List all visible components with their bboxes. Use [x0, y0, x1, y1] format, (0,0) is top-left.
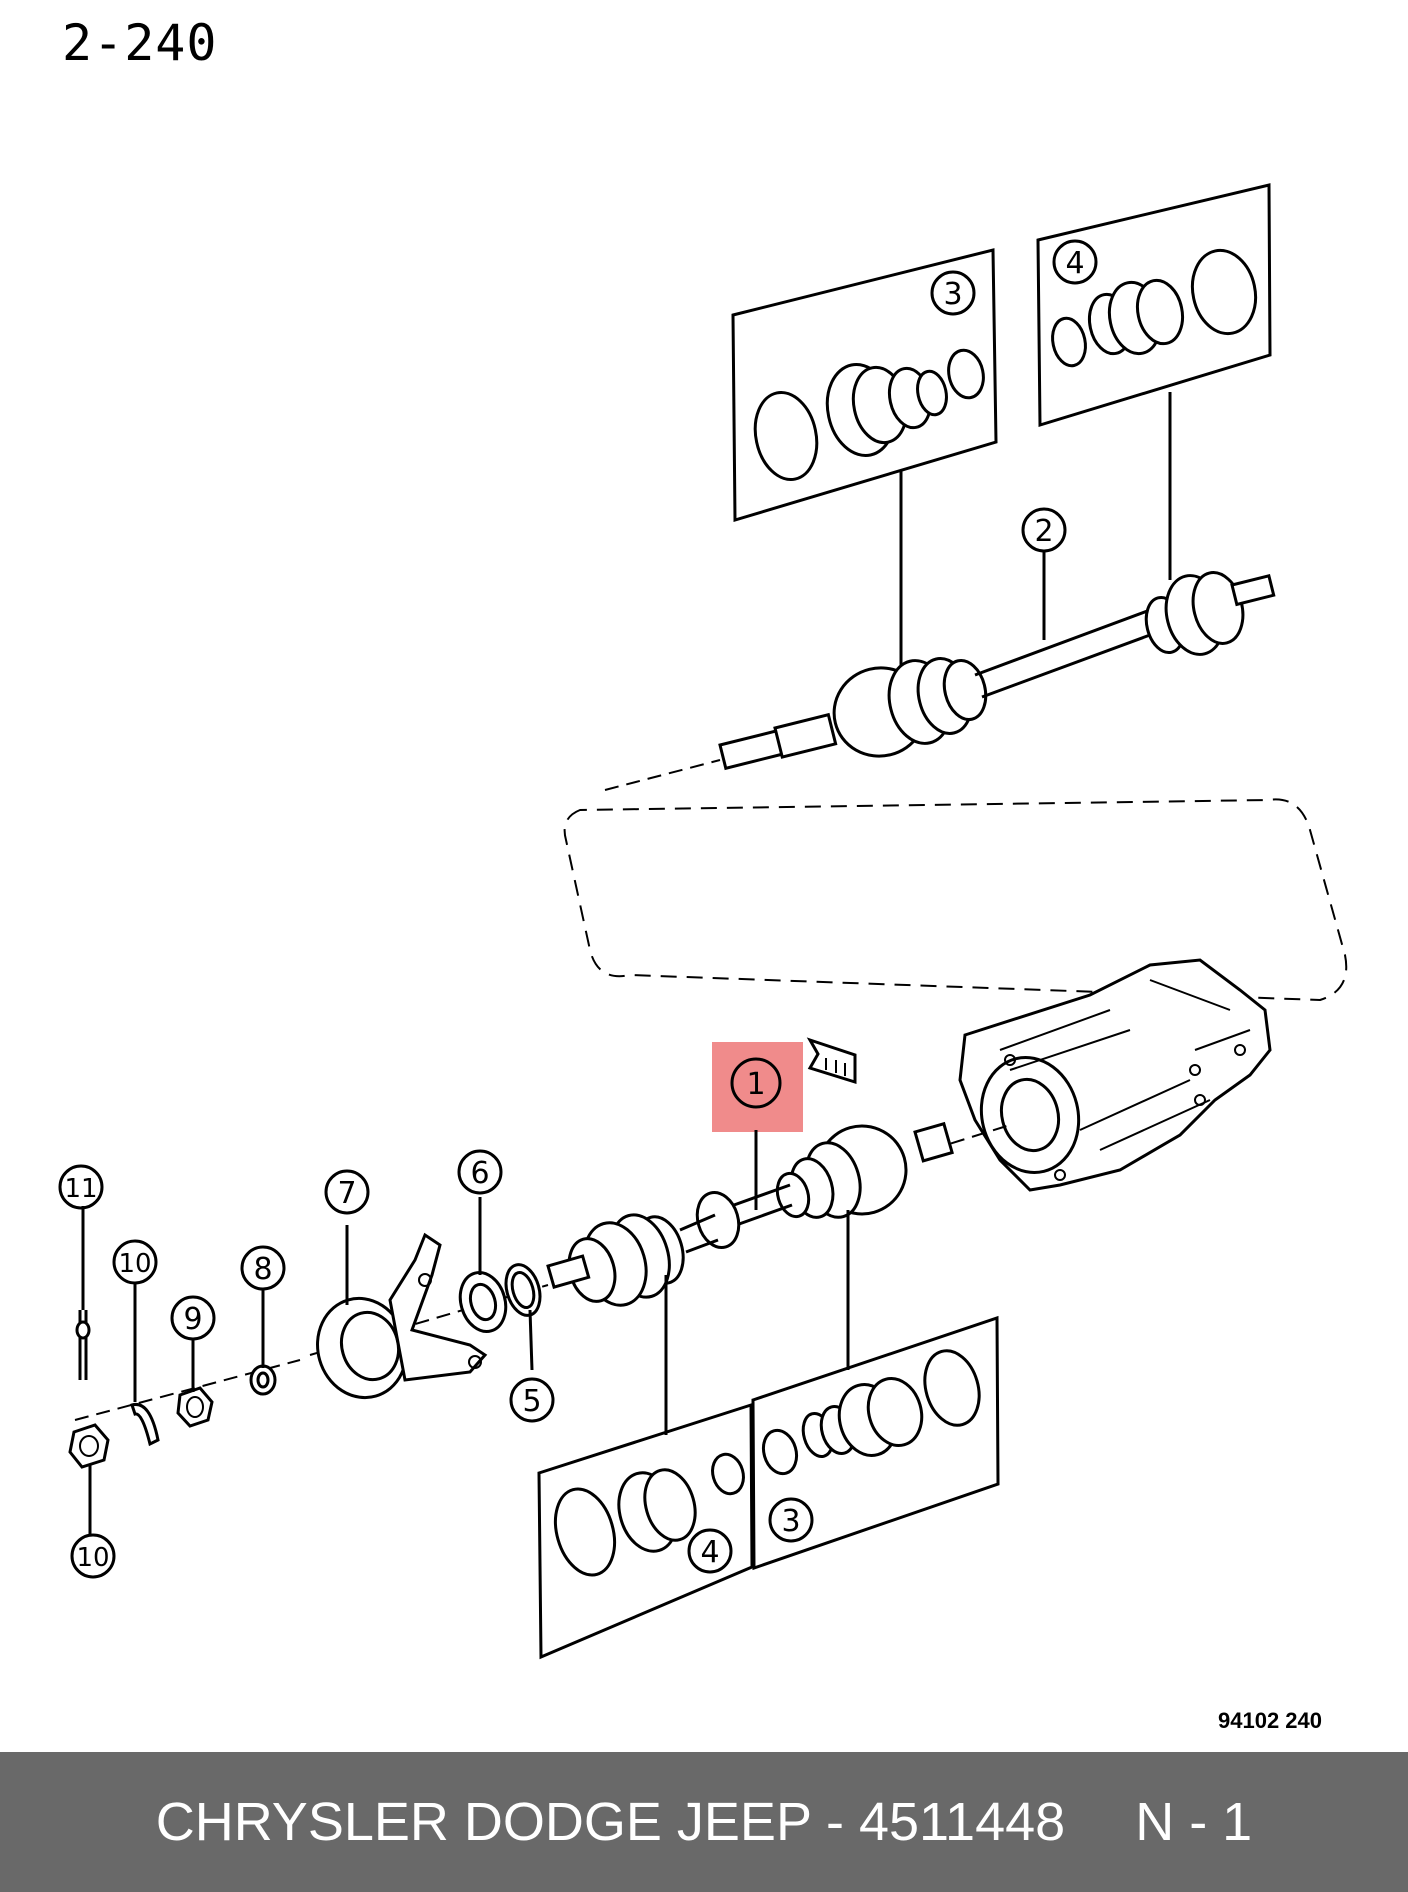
callout-1: 1 — [730, 1057, 782, 1109]
axle-assembly-lower — [74, 1121, 1011, 1421]
footer-brand: CHRYSLER DODGE JEEP - 4511448 — [155, 1792, 1066, 1852]
callout-10-upper: 10 — [112, 1239, 158, 1285]
highlight-part-1 — [712, 1042, 803, 1132]
fwd-arrow-icon — [806, 1037, 857, 1085]
part-7-knuckle — [316, 1232, 488, 1400]
svg-text:3: 3 — [943, 277, 962, 312]
footer-bar: CHRYSLER DODGE JEEP - 4511448 N - 1 — [0, 1752, 1408, 1892]
callout-7: 7 — [324, 1169, 370, 1215]
svg-text:4: 4 — [1065, 246, 1084, 281]
callout-4-bottom: 4 — [687, 1528, 733, 1574]
callout-6: 6 — [457, 1149, 503, 1195]
svg-text:3: 3 — [781, 1504, 800, 1539]
svg-text:11: 11 — [64, 1174, 97, 1204]
svg-text:5: 5 — [522, 1384, 541, 1419]
footer-page: N - 1 — [1135, 1792, 1253, 1852]
svg-text:4: 4 — [700, 1535, 719, 1570]
callout-10-lower: 10 — [70, 1533, 116, 1579]
part-10-nut — [68, 1423, 110, 1469]
part-9-nut — [176, 1386, 214, 1428]
kit-box-4-top — [1036, 183, 1272, 428]
part-10-clip — [130, 1402, 160, 1447]
transmission-housing — [958, 958, 1272, 1192]
part-8-washer — [249, 1364, 277, 1396]
callout-4-top: 4 — [1052, 239, 1098, 285]
callout-3-bottom: 3 — [768, 1497, 814, 1543]
kit-box-3-top — [731, 248, 998, 523]
svg-text:10: 10 — [76, 1543, 109, 1573]
svg-text:2: 2 — [1034, 514, 1053, 549]
dashed-enclosure — [563, 798, 1348, 1002]
callout-2: 2 — [1021, 507, 1067, 553]
axle-assembly-upper — [604, 571, 1276, 791]
svg-text:9: 9 — [183, 1302, 202, 1337]
page-number: 2-240 — [62, 14, 218, 72]
callout-3-top: 3 — [930, 270, 976, 316]
kit-box-4-bottom — [537, 1402, 754, 1660]
svg-text:6: 6 — [470, 1156, 489, 1191]
part-11-cotter-pin — [75, 1310, 91, 1380]
svg-text:1: 1 — [746, 1067, 765, 1102]
part-6-seal — [458, 1271, 508, 1333]
reference-code: 94102 240 — [1218, 1708, 1322, 1733]
part-5-ring — [504, 1263, 542, 1317]
callout-9: 9 — [170, 1295, 216, 1341]
svg-text:7: 7 — [337, 1176, 356, 1211]
svg-text:8: 8 — [253, 1252, 272, 1287]
svg-text:10: 10 — [118, 1249, 151, 1279]
kit-box-3-bottom — [751, 1315, 1000, 1571]
callout-8: 8 — [240, 1245, 286, 1291]
callout-5: 5 — [509, 1377, 555, 1423]
callout-11: 11 — [58, 1164, 104, 1210]
